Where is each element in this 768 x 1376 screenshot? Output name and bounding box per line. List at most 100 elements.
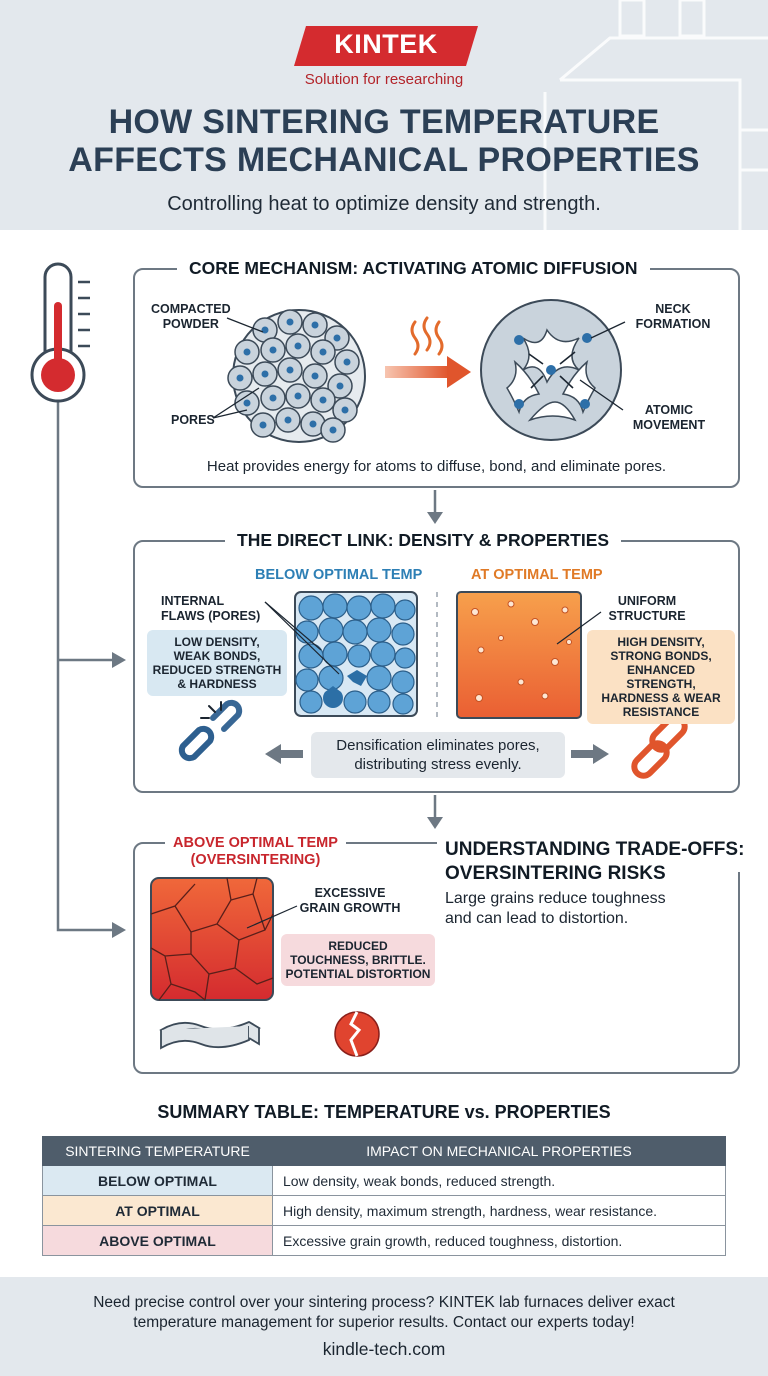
diffusion-diagram: [212, 299, 626, 443]
label-atomic-movement: ATOMIC MOVEMENT: [619, 403, 719, 433]
tradeoffs-title-line-2: OVERSINTERING RISKS: [445, 863, 666, 884]
label-compacted-powder-line-2: POWDER: [162, 317, 219, 331]
core-mechanism-panel: CORE MECHANISM: ACTIVATING ATOMIC DIFFUS…: [133, 258, 740, 488]
footer-cta-text: Need precise control over your sintering…: [60, 1293, 708, 1333]
summary-header-impact: IMPACT ON MECHANICAL PROPERTIES: [272, 1136, 726, 1166]
at-optimal-heading: AT OPTIMAL TEMP: [471, 567, 603, 583]
table-cell-temp: ABOVE OPTIMAL: [42, 1225, 273, 1256]
oversintering-graphic: [150, 877, 380, 1057]
oversintering-heading-line-1: ABOVE OPTIMAL TEMP: [173, 835, 338, 851]
header-banner: KINTEK Solution for researching HOW SINT…: [0, 0, 768, 230]
label-uniform-structure: UNIFORM STRUCTURE: [597, 594, 697, 624]
oversintering-note-line-3: POTENTIAL DISTORTION: [285, 967, 431, 981]
oversintering-heading-line-2: (OVERSINTERING): [190, 852, 321, 868]
label-compacted-powder: COMPACTED POWDER: [151, 302, 231, 332]
page-title: HOW SINTERING TEMPERATURE AFFECTS MECHAN…: [0, 103, 768, 179]
footer-website-link[interactable]: kindle-tech.com: [322, 1339, 446, 1359]
oversintering-heading: ABOVE OPTIMAL TEMP (OVERSINTERING): [165, 835, 346, 869]
densification-caption-line-1: Densification eliminates pores,: [336, 737, 540, 754]
label-uniform-structure-line-1: UNIFORM: [617, 594, 677, 608]
tradeoffs-text-line-1: Large grains reduce toughness: [445, 890, 666, 907]
density-comparison-graphic: [178, 591, 688, 779]
stress-arrows: [265, 744, 609, 764]
footer-cta-line-1: Need precise control over your sintering…: [93, 1294, 675, 1311]
oversintering-note-line-2: TOUCHNESS, BRITTLE.: [290, 953, 426, 967]
below-optimal-note: LOW DENSITY, WEAK BONDS, REDUCED STRENGT…: [147, 630, 287, 696]
table-row: ABOVE OPTIMAL Excessive grain growth, re…: [42, 1225, 726, 1256]
below-optimal-note-line-3: REDUCED STRENGTH: [152, 663, 282, 677]
thermometer-icon: [30, 262, 90, 403]
logo-text: KINTEK: [334, 29, 438, 59]
below-optimal-note-line-1: LOW DENSITY,: [174, 635, 260, 649]
at-optimal-note-line-3: ENHANCED STRENGTH,: [626, 663, 696, 691]
neck-formation-graphic: [480, 299, 626, 441]
oversintering-panel: ABOVE OPTIMAL TEMP (OVERSINTERING): [133, 832, 747, 1074]
label-neck-formation-line-1: NECK: [655, 302, 691, 316]
label-excessive-grain-growth-line-1: EXCESSIVE: [314, 886, 386, 900]
label-neck-formation: NECK FORMATION: [623, 302, 723, 332]
footer-cta-line-2: temperature management for superior resu…: [133, 1314, 635, 1331]
at-optimal-note-line-5: RESISTANCE: [622, 705, 700, 719]
arrow-to-density-panel: [112, 652, 126, 668]
kintek-logo[interactable]: KINTEK: [294, 26, 478, 66]
table-row: AT OPTIMAL High density, maximum strengt…: [42, 1195, 726, 1226]
below-optimal-note-line-4: & HARDNESS: [177, 677, 257, 691]
table-cell-temp: AT OPTIMAL: [42, 1195, 273, 1226]
table-cell-impact: High density, maximum strength, hardness…: [272, 1195, 726, 1226]
furnace-outline-graphic: [543, 0, 768, 230]
tradeoffs-title: UNDERSTANDING TRADE-OFFS: OVERSINTERING …: [445, 838, 744, 886]
arrow-down-2: [427, 817, 443, 829]
page-title-line-2: AFFECTS MECHANICAL PROPERTIES: [68, 141, 700, 179]
flow-connectors: [30, 262, 443, 938]
label-uniform-structure-line-2: STRUCTURE: [608, 609, 686, 623]
compacted-powder-graphic: [212, 309, 366, 443]
process-arrow: [385, 356, 471, 388]
table-row: BELOW OPTIMAL Low density, weak bonds, r…: [42, 1165, 726, 1196]
label-atomic-movement-line-2: MOVEMENT: [632, 418, 706, 432]
porous-structure-graphic: [264, 591, 418, 717]
below-optimal-note-line-2: WEAK BONDS,: [173, 649, 261, 663]
footer: Need precise control over your sintering…: [0, 1277, 768, 1376]
summary-table: SINTERING TEMPERATURE IMPACT ON MECHANIC…: [42, 1136, 726, 1256]
arrow-to-oversintering-panel: [112, 922, 126, 938]
large-grain-structure-graphic: [150, 877, 298, 1001]
label-neck-formation-line-2: FORMATION: [635, 317, 711, 331]
oversintering-note: REDUCED TOUCHNESS, BRITTLE. POTENTIAL DI…: [281, 934, 435, 986]
fracture-icon: [334, 1011, 380, 1057]
table-cell-impact: Low density, weak bonds, reduced strengt…: [272, 1165, 726, 1196]
tradeoffs-text: Large grains reduce toughness and can le…: [445, 889, 666, 929]
densification-caption: Densification eliminates pores, distribu…: [311, 732, 565, 778]
density-properties-panel: THE DIRECT LINK: DENSITY & PROPERTIES BE…: [133, 530, 740, 793]
label-excessive-grain-growth: EXCESSIVE GRAIN GROWTH: [295, 886, 405, 916]
distorted-part-icon: [159, 1020, 261, 1050]
tradeoffs-side-block: [437, 832, 747, 872]
label-atomic-movement-line-1: ATOMIC: [644, 403, 694, 417]
summary-header-temperature: SINTERING TEMPERATURE: [42, 1136, 273, 1166]
logo-banner-shape: [294, 26, 478, 66]
page-subtitle: Controlling heat to optimize density and…: [167, 193, 601, 215]
broken-chain-icon: [178, 699, 243, 762]
brand-tagline: Solution for researching: [304, 71, 464, 88]
label-internal-flaws-line-2: FLAWS (PORES): [161, 609, 261, 623]
arrow-down-1: [427, 512, 443, 524]
table-cell-temp: BELOW OPTIMAL: [42, 1165, 273, 1196]
at-optimal-note: HIGH DENSITY, STRONG BONDS, ENHANCED STR…: [587, 630, 735, 724]
label-internal-flaws: INTERNAL FLAWS (PORES): [161, 594, 260, 624]
core-mechanism-caption: Heat provides energy for atoms to diffus…: [206, 458, 667, 475]
table-cell-impact: Excessive grain growth, reduced toughnes…: [272, 1225, 726, 1256]
label-excessive-grain-growth-line-2: GRAIN GROWTH: [299, 901, 401, 915]
label-pores: PORES: [171, 413, 215, 427]
label-internal-flaws-line-1: INTERNAL: [161, 594, 225, 608]
solid-chain-icon: [631, 714, 688, 779]
densification-caption-line-2: distributing stress evenly.: [354, 756, 522, 773]
dense-structure-graphic: [456, 591, 602, 719]
at-optimal-note-line-4: HARDNESS & WEAR: [601, 691, 721, 705]
oversintering-note-line-1: REDUCED: [328, 939, 388, 953]
page-title-line-1: HOW SINTERING TEMPERATURE: [108, 103, 660, 141]
heat-waves-icon: [410, 316, 444, 356]
density-properties-title: THE DIRECT LINK: DENSITY & PROPERTIES: [225, 530, 622, 551]
summary-header-row: SINTERING TEMPERATURE IMPACT ON MECHANIC…: [42, 1136, 726, 1166]
below-optimal-heading: BELOW OPTIMAL TEMP: [255, 567, 423, 583]
label-compacted-powder-line-1: COMPACTED: [151, 302, 231, 316]
tradeoffs-title-line-1: UNDERSTANDING TRADE-OFFS:: [445, 839, 745, 860]
